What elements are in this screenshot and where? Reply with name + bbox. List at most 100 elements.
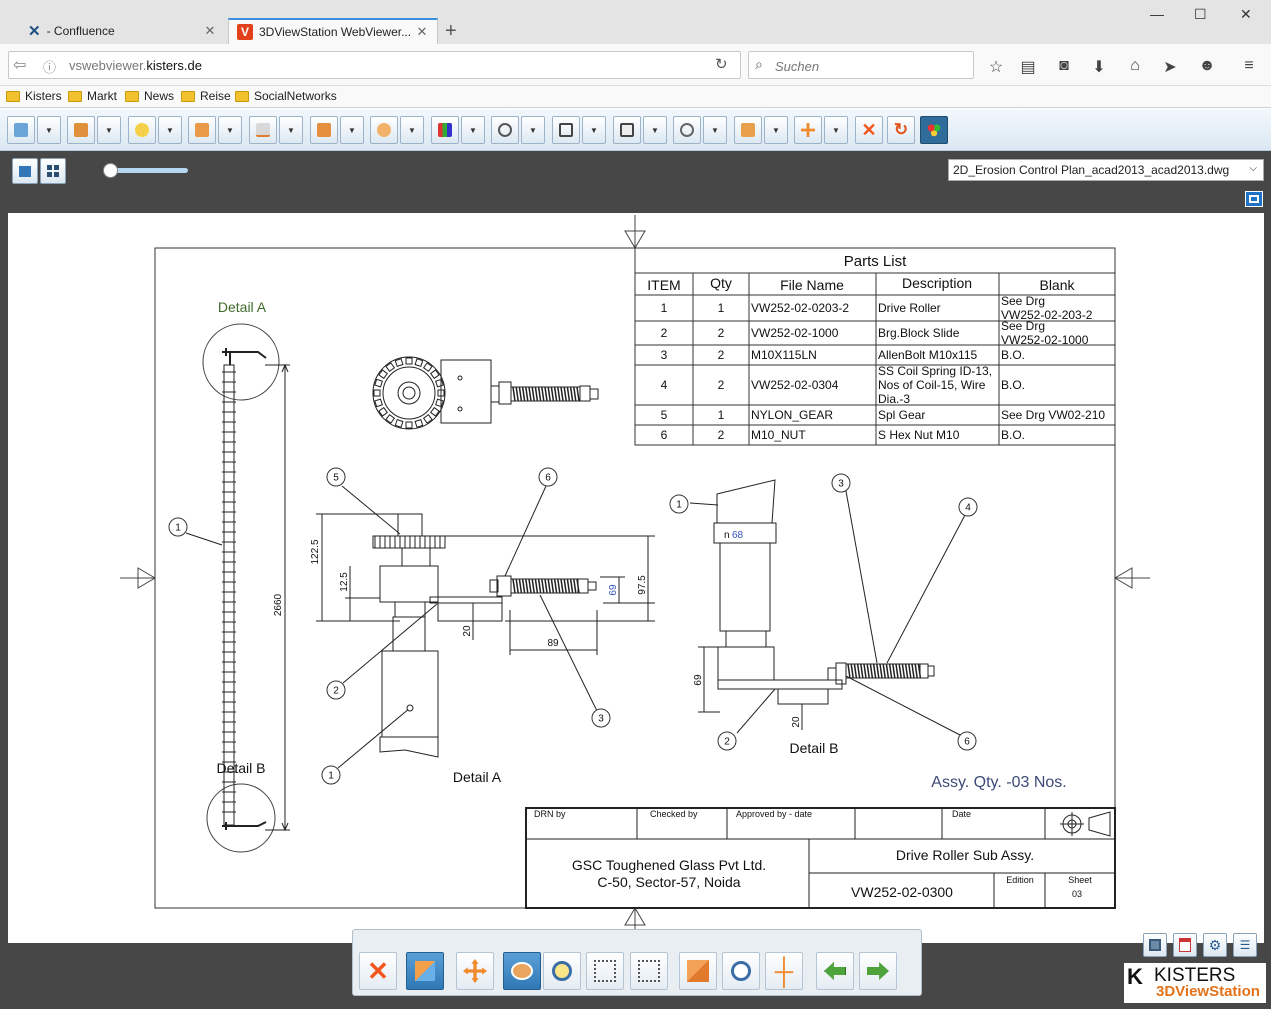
- zoom-dropdown[interactable]: ▼: [521, 116, 545, 144]
- bottom-pan-button[interactable]: [456, 952, 494, 990]
- home-icon[interactable]: ⌂: [1130, 57, 1140, 74]
- explode-tool-button[interactable]: [67, 116, 95, 144]
- bookmark-markt[interactable]: Markt: [68, 89, 117, 103]
- reset-button[interactable]: ✕: [855, 116, 883, 144]
- bookmark-kisters[interactable]: Kisters: [6, 89, 62, 103]
- comment-dropdown[interactable]: ▼: [703, 116, 727, 144]
- move-dropdown[interactable]: ▼: [400, 116, 424, 144]
- gear-side-teeth: [374, 536, 441, 548]
- bottom-zoom-button[interactable]: [543, 952, 581, 990]
- gear-tooth: [394, 419, 404, 428]
- bottom-select-box-button[interactable]: [630, 952, 668, 990]
- bottom-reset-button[interactable]: ✕: [359, 952, 397, 990]
- refresh-button[interactable]: ↻: [887, 116, 915, 144]
- box-tool-button[interactable]: [552, 116, 580, 144]
- address-bar[interactable]: ⇦ ⓘ vswebviewer.kisters.de ↻: [8, 51, 741, 79]
- search-icon: ⌕: [755, 56, 763, 72]
- box-dropdown[interactable]: ▼: [582, 116, 606, 144]
- balloon-circle: [168, 517, 188, 537]
- cell-description: AllenBolt M10x115: [878, 348, 977, 362]
- render-dropdown[interactable]: ▼: [158, 116, 182, 144]
- crosshair-icon: [377, 123, 391, 137]
- spring-coil: [847, 663, 851, 679]
- grid-icon: [47, 165, 59, 177]
- back-icon[interactable]: ⇦: [13, 57, 27, 74]
- bottom-zoom-box-button[interactable]: [586, 952, 624, 990]
- download-icon[interactable]: ⬇: [1092, 59, 1106, 76]
- wizard-button[interactable]: [920, 116, 948, 144]
- bookmark-star-icon[interactable]: ☆: [988, 59, 1004, 76]
- markup-dropdown[interactable]: ▼: [340, 116, 364, 144]
- markup-tool-button[interactable]: [310, 116, 338, 144]
- section-dropdown[interactable]: ▼: [218, 116, 242, 144]
- tool-axis: ▼: [431, 116, 485, 144]
- menu-icon[interactable]: ≡: [1244, 57, 1254, 74]
- views-dropdown[interactable]: ▼: [643, 116, 667, 144]
- render-tool-button[interactable]: [128, 116, 156, 144]
- new-tab-button[interactable]: +: [445, 20, 457, 42]
- tool-wizard: [920, 116, 948, 144]
- info-icon[interactable]: ⓘ: [43, 60, 57, 75]
- pan-dropdown[interactable]: ▼: [824, 116, 848, 144]
- spring-coil: [512, 578, 516, 594]
- grid-view-button[interactable]: [40, 158, 66, 184]
- balloon-circle: [958, 497, 978, 517]
- settings-button[interactable]: ⚙: [1203, 933, 1227, 957]
- save-button[interactable]: [1143, 933, 1167, 957]
- bottom-select-button[interactable]: [406, 952, 444, 990]
- color-dropdown[interactable]: ▼: [764, 116, 788, 144]
- search-input[interactable]: ⌕ Suchen: [748, 51, 974, 79]
- axis-tool-button[interactable]: [431, 116, 459, 144]
- panel-toggle-button[interactable]: ☰: [1233, 933, 1257, 957]
- balloon-circle: [669, 494, 689, 514]
- move-tool-button[interactable]: [370, 116, 398, 144]
- bookmark-news[interactable]: News: [125, 89, 174, 103]
- close-tab-icon[interactable]: ✕: [204, 23, 216, 38]
- bottom-fit-button[interactable]: [722, 952, 760, 990]
- select-dropdown[interactable]: ▼: [37, 116, 61, 144]
- file-select[interactable]: 2D_Erosion Control Plan_acad2013_acad201…: [948, 159, 1264, 181]
- open-file-button[interactable]: [12, 158, 38, 184]
- views-tool-button[interactable]: [613, 116, 641, 144]
- close-window-button[interactable]: ✕: [1240, 6, 1252, 22]
- rotate-cube-icon: [511, 962, 533, 980]
- minimize-button[interactable]: —: [1150, 6, 1164, 22]
- maximize-button[interactable]: ☐: [1194, 6, 1207, 22]
- zoom-tool-button[interactable]: [491, 116, 519, 144]
- tab-confluence[interactable]: ✕ - Confluence ✕: [20, 18, 225, 44]
- comment-tool-button[interactable]: [673, 116, 701, 144]
- previous-view-button[interactable]: [816, 952, 854, 990]
- bookmark-socialnetworks[interactable]: SocialNetworks: [235, 89, 337, 103]
- bookmark-reise[interactable]: Reise: [181, 89, 231, 103]
- next-view-button[interactable]: [859, 952, 897, 990]
- drn-by-label: DRN by: [534, 809, 566, 819]
- pan-tool-button[interactable]: [794, 116, 822, 144]
- spring-coil: [901, 663, 906, 679]
- cad-drawing[interactable]: Parts List ITEM Qty File Name Descriptio…: [8, 213, 1264, 943]
- drawing-canvas[interactable]: Parts List ITEM Qty File Name Descriptio…: [8, 213, 1264, 943]
- zoom-slider-handle[interactable]: [103, 163, 118, 178]
- emoji-icon[interactable]: ☻: [1198, 57, 1216, 74]
- measure-dropdown[interactable]: ▼: [279, 116, 303, 144]
- send-icon[interactable]: ➤: [1163, 59, 1177, 76]
- zoom-slider-track[interactable]: [108, 168, 188, 173]
- reload-icon[interactable]: ↻: [715, 56, 728, 73]
- tab-3dviewstation[interactable]: V 3DViewStation WebViewer... ✕: [228, 18, 438, 44]
- color-tool-button[interactable]: [734, 116, 762, 144]
- fullscreen-button[interactable]: [1245, 191, 1263, 207]
- dim-n-prefix: n: [724, 530, 730, 541]
- bottom-rotate-button[interactable]: [503, 952, 541, 990]
- measure-tool-button[interactable]: [249, 116, 277, 144]
- pdf-export-button[interactable]: [1173, 933, 1197, 957]
- bottom-explode-button[interactable]: [679, 952, 717, 990]
- axis-dropdown[interactable]: ▼: [461, 116, 485, 144]
- close-tab-icon[interactable]: ✕: [416, 24, 428, 39]
- pocket-icon[interactable]: ◙: [1059, 57, 1069, 74]
- url-domain: kisters.de: [146, 58, 202, 73]
- select-tool-button[interactable]: [7, 116, 35, 144]
- bottom-center-button[interactable]: ┼: [765, 952, 803, 990]
- explode-dropdown[interactable]: ▼: [97, 116, 121, 144]
- section-tool-button[interactable]: [188, 116, 216, 144]
- reading-list-icon[interactable]: ▤: [1020, 59, 1036, 76]
- gear-tooth: [378, 406, 389, 417]
